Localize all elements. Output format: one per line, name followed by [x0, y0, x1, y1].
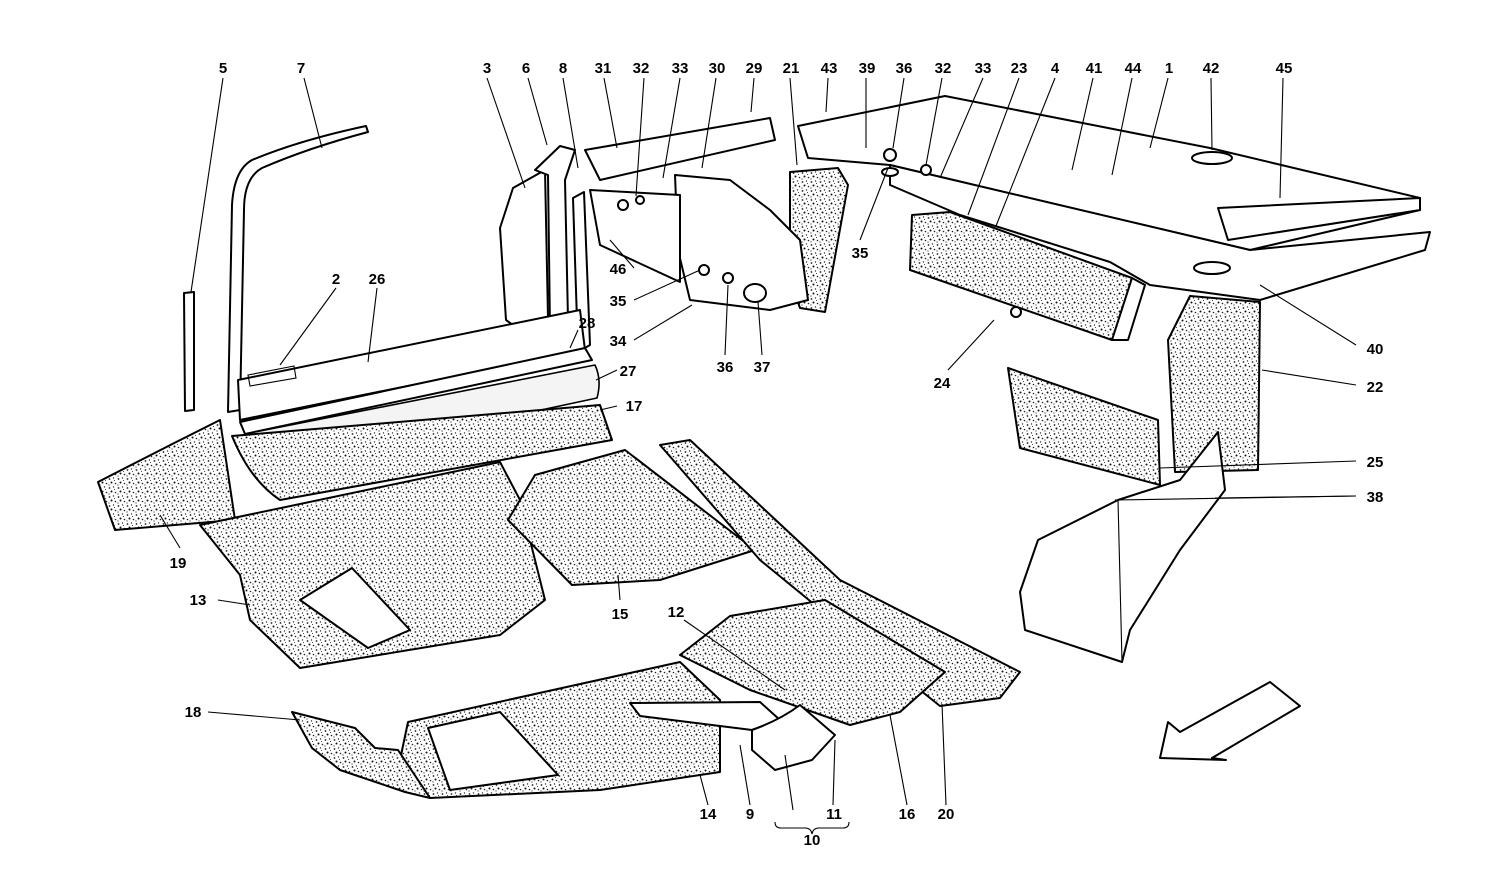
callout-7: 7: [297, 60, 305, 77]
part-24-bolt: [1010, 306, 1022, 318]
callout-41: 41: [1086, 60, 1103, 77]
part-42-grommet: [1191, 151, 1233, 165]
part-36-nut-shelf: [883, 148, 897, 162]
callout-28: 28: [579, 315, 596, 332]
callout-3: 3: [483, 60, 491, 77]
callout-43: 43: [821, 60, 838, 77]
part-19-kick-carpet: [97, 419, 236, 531]
part-17-sill-carpet: [231, 404, 613, 501]
callout-5: 5: [219, 60, 227, 77]
callout-45: 45: [1276, 60, 1293, 77]
part-37-grommet: [743, 283, 767, 303]
callout-44: 44: [1125, 60, 1142, 77]
callout-4: 4: [1051, 60, 1060, 77]
part-25-panel-carpet: [1007, 367, 1161, 486]
callout-33-top: 33: [975, 60, 992, 77]
callout-29: 29: [746, 60, 763, 77]
callout-21: 21: [783, 60, 800, 77]
callout-labels: 5 7 3 6 8 31 32 33 30 29 21 43 39 36 32 …: [170, 60, 1384, 849]
callout-9: 9: [746, 806, 754, 823]
callout-30: 30: [709, 60, 726, 77]
part-2-clip: [247, 365, 297, 387]
part-35-washer: [698, 264, 710, 276]
part-3-door-panel: [499, 169, 549, 331]
part-30-bracket-panel: [674, 174, 809, 311]
part-36-nut: [722, 272, 734, 284]
callout-17: 17: [626, 398, 643, 415]
callout-36-top: 36: [896, 60, 913, 77]
callout-12: 12: [668, 604, 685, 621]
callout-39: 39: [859, 60, 876, 77]
callout-31: 31: [595, 60, 612, 77]
part-28-sill-strip: [239, 347, 593, 435]
callout-42: 42: [1203, 60, 1220, 77]
callout-19: 19: [170, 555, 187, 572]
callout-32-top: 32: [935, 60, 952, 77]
leader-lines: [159, 77, 1357, 835]
part-38-edge: [1117, 499, 1123, 663]
part-tunnel-carpet: [659, 439, 1021, 707]
part-16-rear-carpet: [679, 599, 946, 726]
part-11-bracket: [751, 704, 836, 771]
callout-10: 10: [804, 832, 821, 849]
callout-22: 22: [1367, 379, 1384, 396]
part-6-pillar-trim: [534, 145, 576, 331]
part-drawings: [97, 95, 1431, 799]
callout-35: 35: [610, 293, 627, 310]
callout-32: 32: [633, 60, 650, 77]
callout-11: 11: [826, 806, 842, 823]
callout-38: 38: [1367, 489, 1384, 506]
callout-18: 18: [185, 704, 202, 721]
callout-14: 14: [700, 806, 717, 823]
callout-8: 8: [559, 60, 567, 77]
callout-2: 2: [332, 271, 340, 288]
part-18-small-carpet: [291, 711, 431, 799]
part-35-washer-shelf: [881, 167, 899, 177]
part-33-bolt-shelf: [920, 164, 932, 176]
part-45-side-bracket: [1217, 197, 1421, 241]
callout-33: 33: [672, 60, 689, 77]
part-7-door-seal: [227, 125, 369, 413]
part-13-heel-pad: [299, 567, 411, 649]
part-40-grommet: [1193, 261, 1231, 275]
callout-6: 6: [522, 60, 530, 77]
callout-23: 23: [1011, 60, 1028, 77]
callout-26: 26: [369, 271, 386, 288]
callout-37: 37: [754, 359, 771, 376]
callout-36: 36: [717, 359, 734, 376]
part-40-shelf-lower: [889, 164, 1431, 301]
part-5-seal-strip: [183, 291, 195, 412]
part-14-heel-pad: [427, 711, 559, 791]
part-38-duct-box: [1019, 431, 1226, 663]
part-29-bar-side: [589, 189, 681, 283]
part-13-front-floor-carpet: [199, 461, 546, 669]
part-23-panel-edge: [1111, 277, 1146, 341]
part-33-bolt: [635, 195, 645, 205]
callout-16: 16: [899, 806, 916, 823]
callout-46: 46: [610, 261, 627, 278]
callout-13: 13: [190, 592, 207, 609]
callout-35-right: 35: [852, 245, 869, 262]
callout-27: 27: [620, 363, 637, 380]
large-direction-arrow-icon: [1159, 681, 1301, 761]
callout-20: 20: [938, 806, 955, 823]
callout-15: 15: [612, 606, 629, 623]
callout-34: 34: [610, 333, 627, 350]
callout-25: 25: [1367, 454, 1384, 471]
callout-24: 24: [934, 375, 951, 392]
callout-1: 1: [1165, 60, 1173, 77]
part-32-bolt: [617, 199, 629, 211]
callout-40: 40: [1367, 341, 1384, 358]
